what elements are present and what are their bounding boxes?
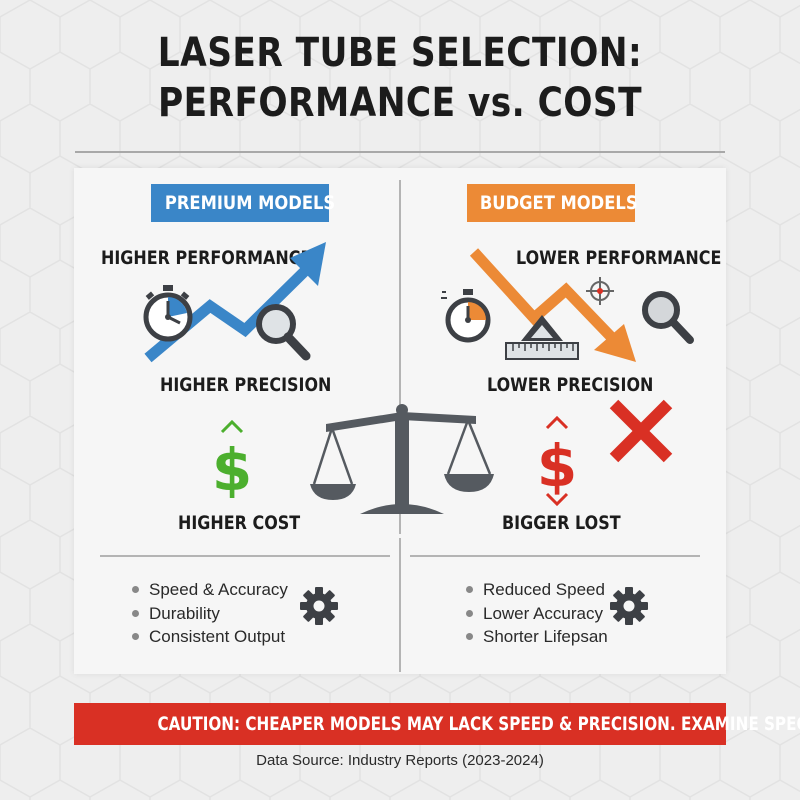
stopwatch-icon: [441, 289, 491, 343]
dollar-up-icon: $: [212, 419, 252, 498]
gear-icon: [610, 587, 648, 625]
list-item: Speed & Accuracy: [132, 578, 288, 602]
premium-precision-label: HIGHER PRECISION: [160, 374, 332, 396]
budget-cost-label: BIGGER LOST: [502, 512, 621, 534]
red-x-icon: [609, 399, 673, 463]
stopwatch-icon: [143, 285, 193, 342]
list-item: Durability: [132, 602, 288, 626]
title-divider: [75, 151, 725, 153]
center-divider-top: [399, 180, 401, 534]
budget-performance-label: LOWER PERFORMANCE: [516, 247, 722, 269]
ruler-icon: [505, 315, 579, 360]
trend-down-arrow-icon: [469, 248, 636, 362]
page-title: LASER TUBE SELECTION: PERFORMANCE vs. CO…: [56, 28, 744, 128]
list-item: Shorter Lifepsan: [466, 625, 608, 649]
list-item: Lower Accuracy: [466, 602, 608, 626]
center-divider-bottom: [399, 538, 401, 672]
svg-text:$: $: [537, 432, 577, 500]
svg-text:$: $: [212, 436, 252, 498]
premium-performance-label: HIGHER PERFORMANCE: [101, 247, 312, 269]
premium-features-list: Speed & Accuracy Durability Consistent O…: [132, 578, 288, 649]
balance-scale-icon: [310, 404, 494, 514]
right-section-divider: [410, 555, 700, 557]
list-item: Reduced Speed: [466, 578, 608, 602]
budget-features-list: Reduced Speed Lower Accuracy Shorter Lif…: [466, 578, 608, 649]
title-line-1: LASER TUBE SELECTION:: [157, 30, 643, 76]
data-source-note: Data Source: Industry Reports (2023-2024…: [256, 752, 544, 769]
budget-models-badge: BUDGET MODELS: [467, 184, 638, 222]
caution-banner: CAUTION: CHEAPER MODELS MAY LACK SPEED &…: [74, 703, 800, 745]
premium-models-badge: PREMIUM MODELS: [151, 184, 335, 222]
title-line-2: PERFORMANCE vs. COST: [157, 80, 643, 126]
magnifier-icon: [256, 304, 311, 361]
dollar-up-down-icon: $: [537, 415, 577, 507]
crosshair-icon: [586, 277, 614, 305]
left-section-divider: [100, 555, 390, 557]
gear-icon: [300, 587, 338, 625]
list-item: Consistent Output: [132, 625, 288, 649]
magnifier-icon: [642, 291, 694, 344]
budget-precision-label: LOWER PRECISION: [487, 374, 654, 396]
premium-cost-label: HIGHER COST: [178, 512, 301, 534]
